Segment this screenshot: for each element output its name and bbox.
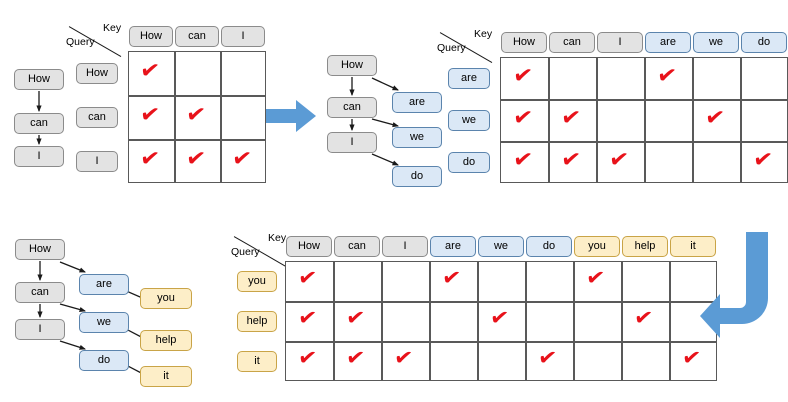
grid-line-horizontal: [129, 139, 265, 141]
prompt-token-chain-node-how: How: [14, 69, 64, 90]
matrix-step2-col-header-do: do: [526, 236, 572, 257]
matrix-step2-grid: [285, 261, 717, 381]
matrix-step2-col-header-we: we: [478, 236, 524, 257]
generation-tree-step2-node-you: you: [140, 288, 192, 309]
generation-tree-step2-node-we: we: [79, 312, 129, 333]
query-label: Query: [66, 36, 95, 48]
generation-tree-step2-node-are: are: [79, 274, 129, 295]
flow-arrow-right: [266, 100, 316, 132]
prompt-token-chain-node-i: I: [14, 146, 64, 167]
key-label: Key: [474, 28, 493, 40]
matrix-initial-col-header-can: can: [175, 26, 219, 47]
generation-tree-step2-node-it: it: [140, 366, 192, 387]
generation-tree-step1-node-do: do: [392, 166, 442, 187]
matrix-step1-col-header-can: can: [549, 32, 595, 53]
matrix-initial-row-label-how: How: [76, 62, 118, 84]
key-label: Key: [103, 22, 122, 34]
grid-line-vertical: [381, 262, 383, 380]
grid-line-vertical: [644, 58, 646, 182]
matrix-step2-col-header-how: How: [286, 236, 332, 257]
generation-tree-step1-node-how: How: [327, 55, 377, 76]
matrix-initial-grid: [128, 51, 266, 183]
grid-line-horizontal: [129, 95, 265, 97]
grid-line-horizontal: [501, 141, 787, 143]
matrix-step2-row-label-you: you: [237, 270, 277, 292]
matrix-step2-row-label-it: it: [237, 350, 277, 372]
grid-line-vertical: [669, 262, 671, 380]
generation-tree-step1-node-are: are: [392, 92, 442, 113]
generation-tree-step1-node-i: I: [327, 132, 377, 153]
matrix-step2-col-header-it: it: [670, 236, 716, 257]
grid-line-vertical: [573, 262, 575, 380]
matrix-initial-row-label-can: can: [76, 106, 118, 128]
flow-arrow-wrap-left: [700, 232, 780, 342]
grid-line-vertical: [477, 262, 479, 380]
generation-tree-step1-node-we: we: [392, 127, 442, 148]
query-label: Query: [231, 246, 260, 258]
grid-line-vertical: [525, 262, 527, 380]
generation-tree-step2-node-i: I: [15, 319, 65, 340]
grid-line-vertical: [740, 58, 742, 182]
prompt-token-chain-node-can: can: [14, 113, 64, 134]
matrix-step2-col-header-can: can: [334, 236, 380, 257]
grid-line-vertical: [548, 58, 550, 182]
query-label: Query: [437, 42, 466, 54]
grid-line-vertical: [429, 262, 431, 380]
grid-line-vertical: [621, 262, 623, 380]
matrix-step2-row-label-help: help: [237, 310, 277, 332]
grid-line-vertical: [692, 58, 694, 182]
matrix-initial-col-header-how: How: [129, 26, 173, 47]
matrix-step1-row-label-do: do: [448, 151, 490, 173]
generation-tree-step1-node-can: can: [327, 97, 377, 118]
matrix-step1-row-label-we: we: [448, 109, 490, 131]
grid-line-vertical: [333, 262, 335, 380]
matrix-step1-grid: [500, 57, 788, 183]
generation-tree-step2-node-do: do: [79, 350, 129, 371]
matrix-step1-col-header-do: do: [741, 32, 787, 53]
matrix-step1-col-header-i: I: [597, 32, 643, 53]
matrix-step2-col-header-help: help: [622, 236, 668, 257]
grid-line-vertical: [596, 58, 598, 182]
grid-line-horizontal: [286, 301, 716, 303]
grid-line-horizontal: [501, 99, 787, 101]
generation-tree-step2-node-how: How: [15, 239, 65, 260]
matrix-step2-col-header-are: are: [430, 236, 476, 257]
matrix-step1-col-header-are: are: [645, 32, 691, 53]
matrix-initial-col-header-i: I: [221, 26, 265, 47]
matrix-step2-col-header-i: I: [382, 236, 428, 257]
key-label: Key: [268, 232, 287, 244]
matrix-step1-col-header-we: we: [693, 32, 739, 53]
grid-line-horizontal: [286, 341, 716, 343]
matrix-step1-row-label-are: are: [448, 67, 490, 89]
generation-tree-step2-node-can: can: [15, 282, 65, 303]
generation-tree-step2-node-help: help: [140, 330, 192, 351]
grid-line-vertical: [174, 52, 176, 182]
matrix-step1-col-header-how: How: [501, 32, 547, 53]
matrix-step2-col-header-you: you: [574, 236, 620, 257]
matrix-initial-row-label-i: I: [76, 150, 118, 172]
grid-line-vertical: [220, 52, 222, 182]
